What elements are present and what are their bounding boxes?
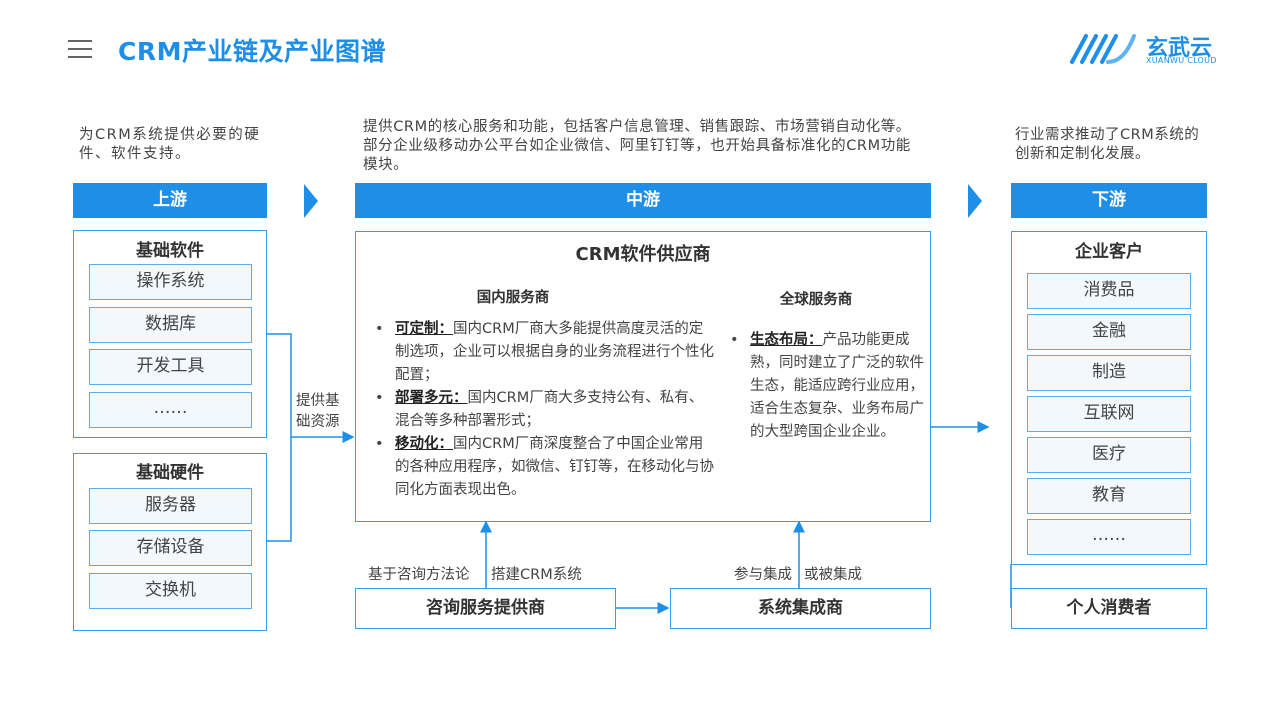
industry-item: 互联网 xyxy=(1027,396,1191,432)
global-vendor-title: 全球服务商 xyxy=(779,292,853,308)
enterprise-customers-title: 企业客户 xyxy=(1075,242,1143,262)
downstream-description: 行业需求推动了CRM系统的创新和定制化发展。 xyxy=(1015,127,1200,162)
upstream-description: 为CRM系统提供必要的硬件、软件支持。 xyxy=(79,127,261,162)
downstream-header: 下游 xyxy=(1011,183,1207,218)
upstream-header: 上游 xyxy=(73,183,267,218)
integrator-note-left: 参与集成 xyxy=(734,567,792,583)
logo-text: 玄武云 xyxy=(1146,36,1213,61)
industry-item: 医疗 xyxy=(1027,437,1191,473)
basic-hardware-title: 基础硬件 xyxy=(136,463,204,483)
hardware-item-server: 服务器 xyxy=(89,488,252,524)
midstream-header: 中游 xyxy=(355,183,931,218)
software-item-devtools: 开发工具 xyxy=(89,349,252,385)
industry-item: 教育 xyxy=(1027,478,1191,514)
hardware-item-storage: 存储设备 xyxy=(89,530,252,566)
domestic-bullet: •移动化：国内CRM厂商深度整合了中国企业常用的各种应用程序，如微信、钉钉等，在… xyxy=(375,436,714,498)
crm-vendor-title: CRM软件供应商 xyxy=(575,244,711,265)
domestic-vendor-title: 国内服务商 xyxy=(476,290,550,306)
individual-consumer-box: 个人消费者 xyxy=(1011,588,1207,629)
global-bullet: •生态布局：产品功能更成熟，同时建立了广泛的软件生态，能适应跨行业应用，适合生态… xyxy=(730,332,924,440)
basic-software-title: 基础软件 xyxy=(136,241,204,261)
hardware-item-switch: 交换机 xyxy=(89,573,252,609)
industry-item: 制造 xyxy=(1027,355,1191,391)
software-item-os: 操作系统 xyxy=(89,264,252,300)
menu-icon[interactable] xyxy=(68,40,92,60)
industry-item: …… xyxy=(1027,519,1191,555)
software-item-more: …… xyxy=(89,392,252,428)
consulting-note-right: 搭建CRM系统 xyxy=(491,567,582,583)
logo-icon xyxy=(1070,34,1136,64)
chevron-right-icon xyxy=(304,184,318,218)
logo-subtext: XUANWU CLOUD xyxy=(1146,56,1217,65)
page-title: CRM产业链及产业图谱 xyxy=(118,37,386,66)
domestic-bullet: •可定制：国内CRM厂商大多能提供高度灵活的定制选项，企业可以根据自身的业务流程… xyxy=(375,321,714,383)
crm-vendor-box: CRM软件供应商 xyxy=(355,231,931,522)
resource-link-label: 提供基础资源 xyxy=(296,393,340,430)
industry-item: 金融 xyxy=(1027,314,1191,350)
consulting-note-left: 基于咨询方法论 xyxy=(368,567,470,583)
system-integrator-box: 系统集成商 xyxy=(670,588,931,629)
midstream-description: 提供CRM的核心服务和功能，包括客户信息管理、销售跟踪、市场营销自动化等。部分企… xyxy=(363,119,911,173)
chevron-right-icon xyxy=(968,184,982,218)
domestic-bullet: •部署多元：国内CRM厂商大多支持公有、私有、混合等多种部署形式； xyxy=(375,390,704,429)
industry-item: 消费品 xyxy=(1027,273,1191,309)
integrator-note-right: 或被集成 xyxy=(804,567,862,583)
software-item-database: 数据库 xyxy=(89,307,252,343)
consulting-provider-box: 咨询服务提供商 xyxy=(355,588,616,629)
